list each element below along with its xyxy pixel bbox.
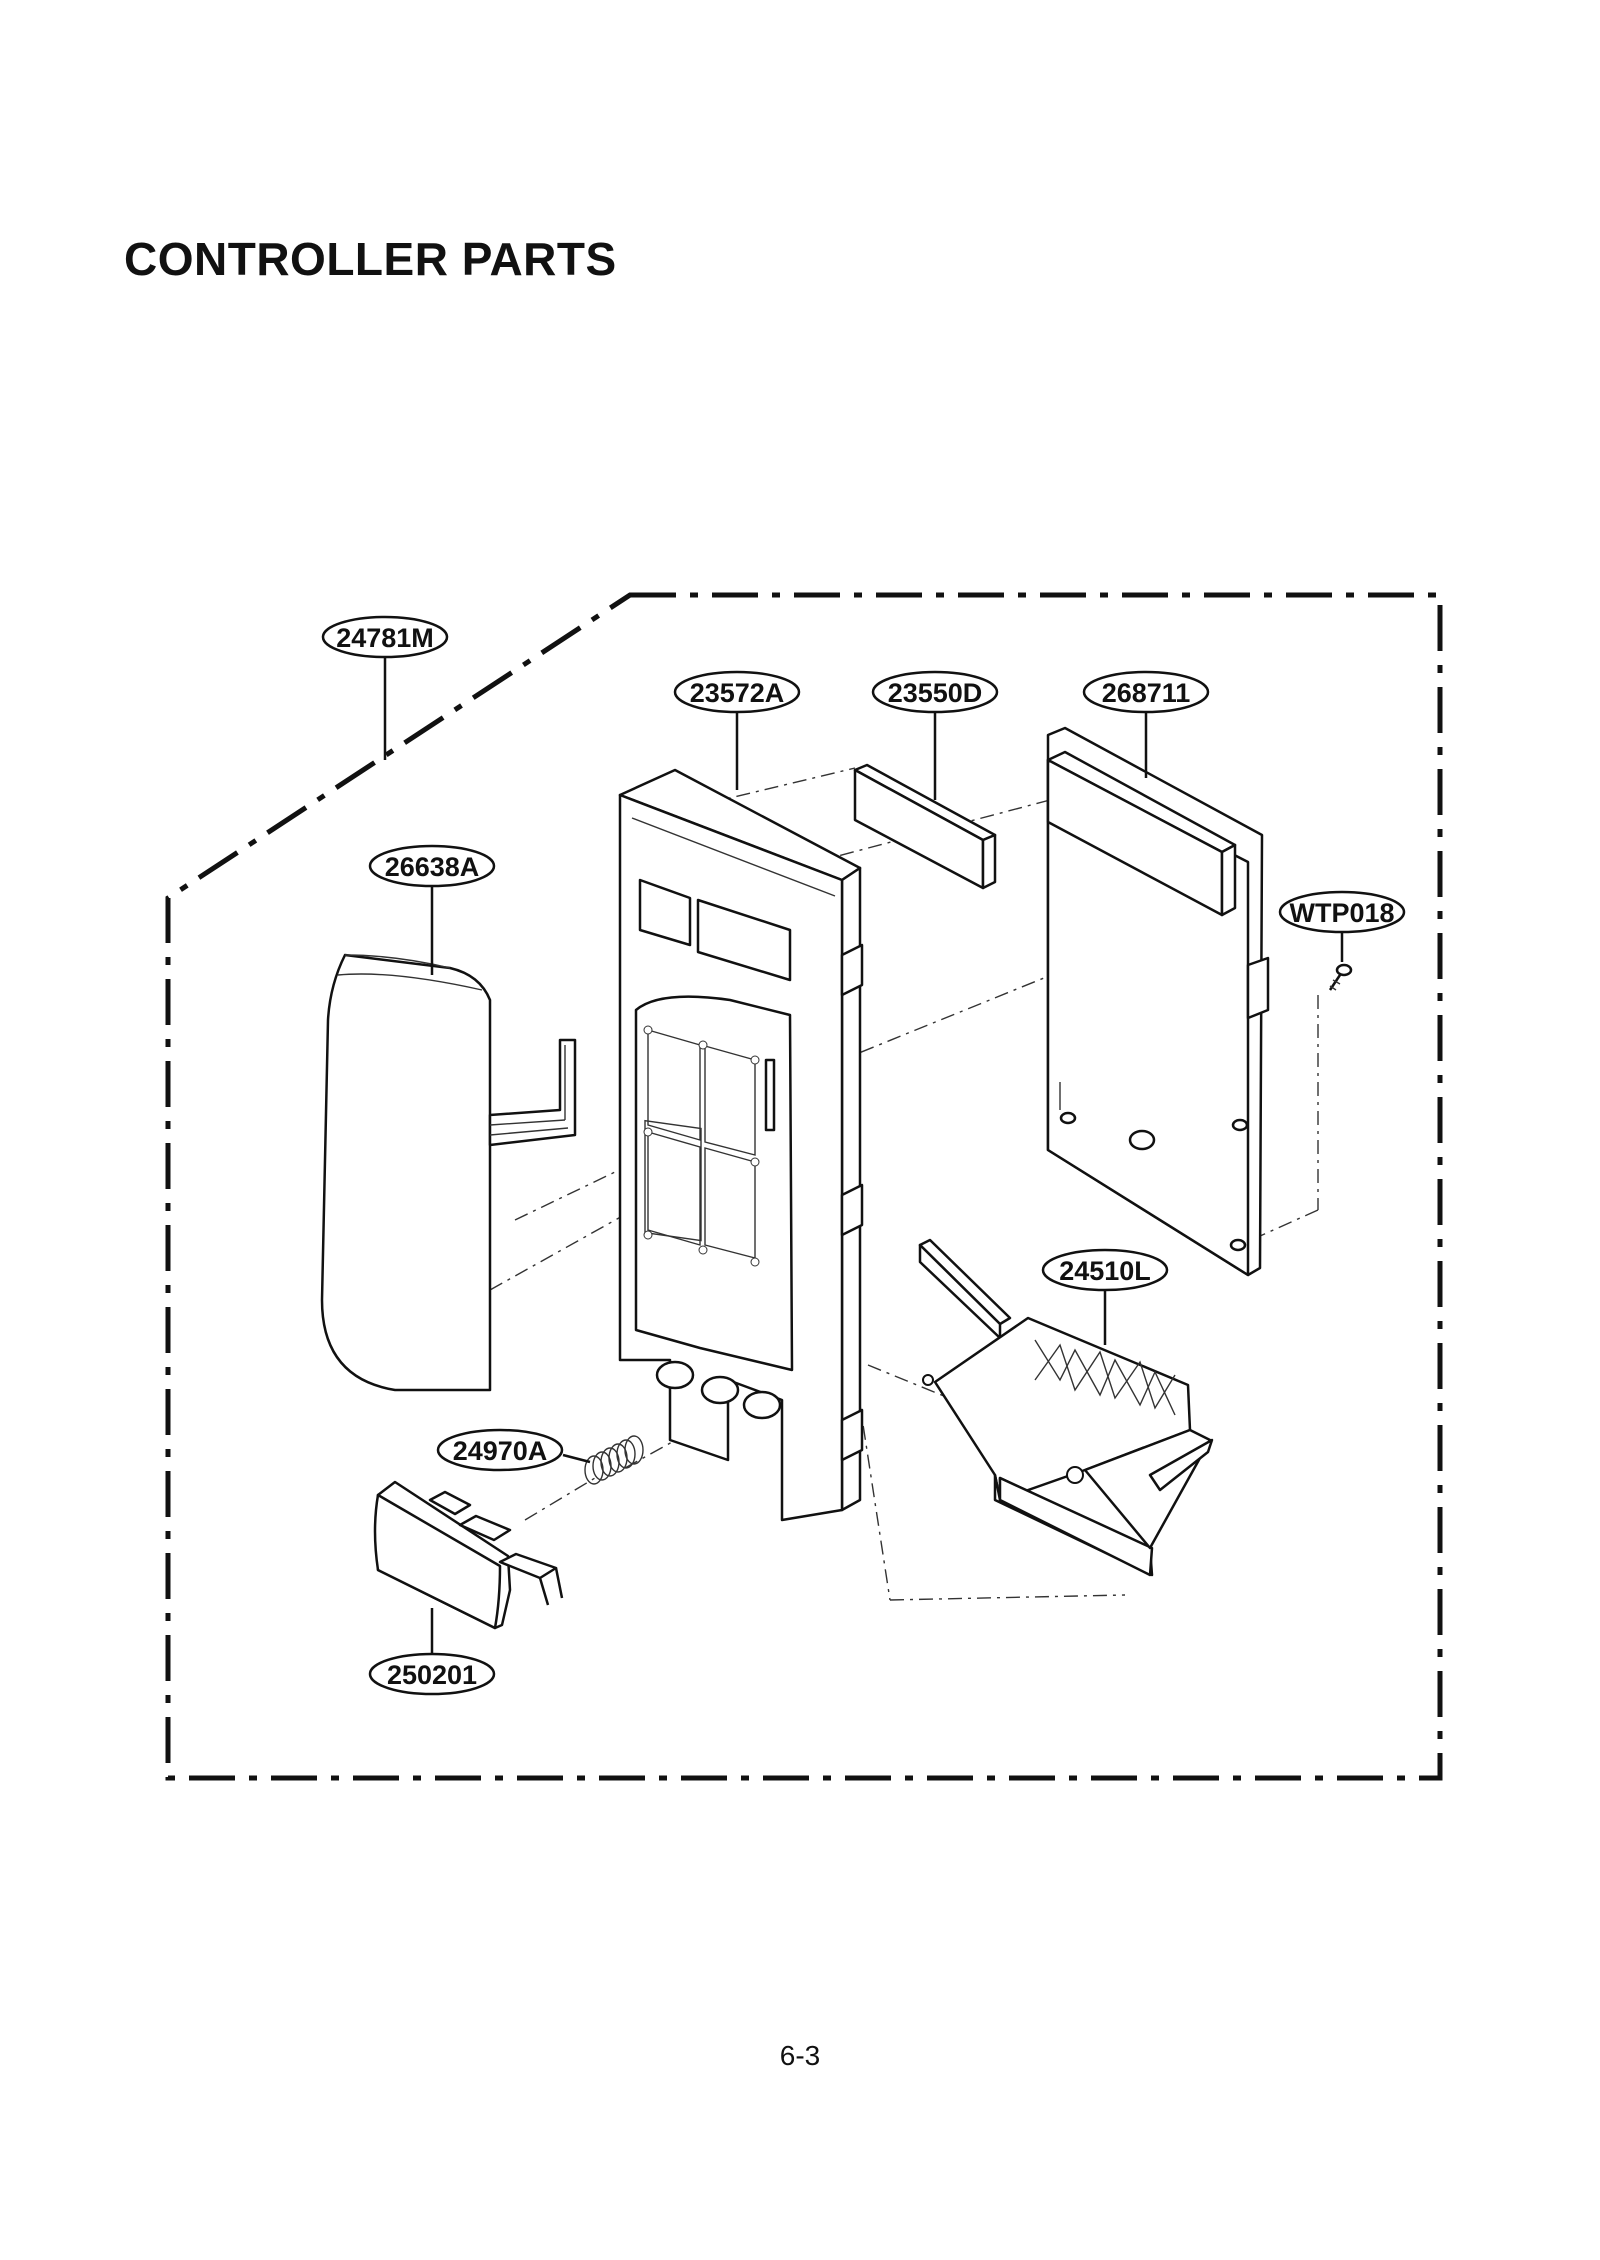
callout-24510L: 24510L (1041, 1248, 1169, 1292)
part-24970A-spring (584, 1435, 644, 1485)
callout-label-26638A: 26638A (385, 852, 480, 882)
callout-23550D: 23550D (871, 670, 999, 714)
callout-label-23572A: 23572A (690, 678, 785, 708)
callout-24970A: 24970A (436, 1428, 564, 1472)
callout-250201: 250201 (368, 1652, 496, 1696)
callout-26638A: 26638A (368, 844, 496, 888)
part-23572A-control-panel (618, 768, 864, 1522)
callout-label-250201: 250201 (387, 1660, 477, 1690)
callout-268711: 268711 (1082, 670, 1210, 714)
part-24510L-lever (918, 1238, 1214, 1577)
part-26638A-front-cover (320, 953, 492, 1392)
page-title: CONTROLLER PARTS (124, 233, 617, 285)
callout-label-24510L: 24510L (1059, 1256, 1151, 1286)
callout-label-WTP018: WTP018 (1289, 898, 1394, 928)
assembly-boundary (165, 592, 1443, 1781)
callout-label-23550D: 23550D (888, 678, 983, 708)
leader-lines (383, 657, 1344, 1655)
callout-23572A: 23572A (673, 670, 801, 714)
callout-label-24781M: 24781M (336, 623, 434, 653)
page-number: 6-3 (779, 2040, 821, 2071)
callout-label-24970A: 24970A (453, 1436, 548, 1466)
part-268711-pcb (1046, 726, 1270, 1277)
part-23550D-display-filter (853, 763, 997, 890)
part-250201-door-button (373, 1480, 564, 1630)
part-WTP018-screw (1328, 963, 1353, 991)
callout-24781M: 24781M (321, 615, 449, 659)
callout-label-268711: 268711 (1102, 678, 1191, 708)
ribbon-cable (488, 1038, 577, 1147)
callout-WTP018: WTP018 (1278, 890, 1406, 934)
